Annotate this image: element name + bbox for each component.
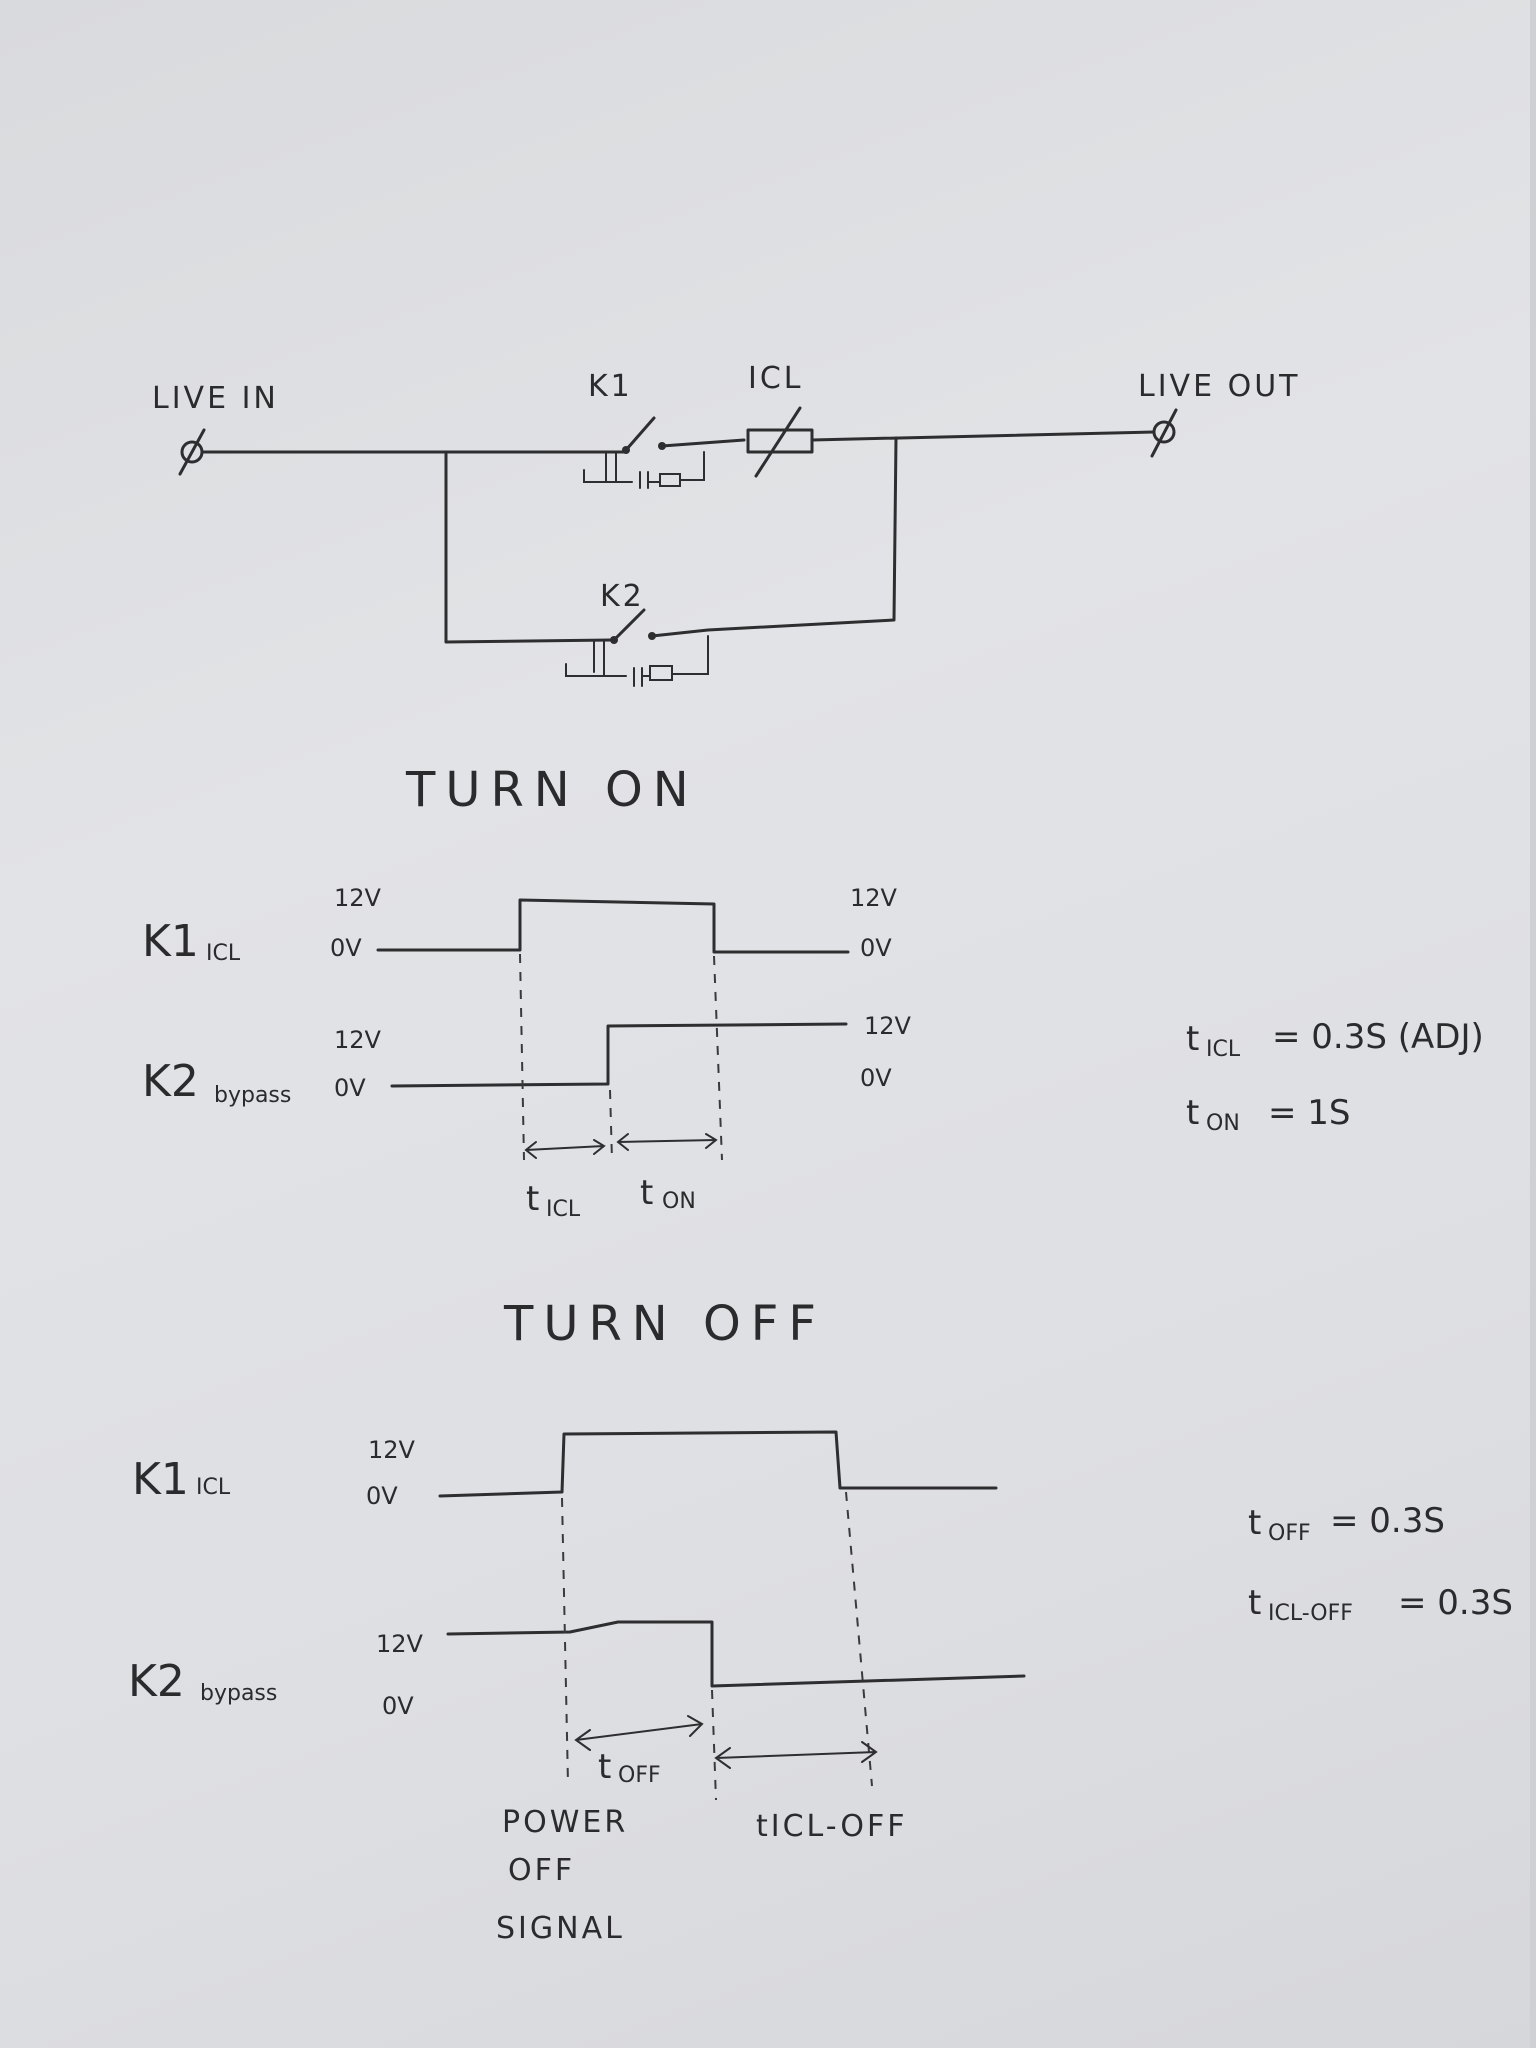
turn-on-title: TURN ON	[405, 762, 699, 818]
on-marker-1	[519, 953, 525, 1161]
k2-contact	[565, 608, 709, 687]
off-marker-2	[711, 1689, 717, 1801]
off-marker-3	[845, 1491, 873, 1787]
bypass-wire	[444, 436, 898, 644]
on-k2-12v-right: 12V	[864, 1012, 912, 1040]
power-off-line-3: SIGNAL	[496, 1911, 625, 1946]
eq-t-icl-sub: ICL	[1206, 1037, 1241, 1062]
turn-on-section: TURN ON K1 ICL K2 bypass 12V 0V 12V 0V 1…	[142, 762, 1484, 1222]
off-marker-1	[561, 1497, 569, 1785]
t-on-arrow	[616, 1133, 718, 1151]
t-icl-label: t	[526, 1179, 539, 1219]
on-marker-2	[609, 1089, 613, 1161]
turn-on-k2-sub: bypass	[214, 1083, 291, 1108]
eq-t-off-value: = 0.3S	[1330, 1501, 1445, 1541]
turn-off-k2-sub: bypass	[200, 1681, 277, 1706]
turn-off-title: TURN OFF	[503, 1296, 826, 1352]
eq-t-icl-off-sub: ICL-OFF	[1268, 1601, 1353, 1626]
power-off-line-2: OFF	[508, 1853, 575, 1888]
turn-off-section: TURN OFF K1 ICL K2 bypass 12V 0V 12V 0V …	[128, 1296, 1513, 1946]
on-k1-12v: 12V	[334, 884, 382, 912]
turn-on-k2-label: K2	[142, 1056, 199, 1107]
turn-off-k2-label: K2	[128, 1656, 185, 1707]
on-k1-12v-right: 12V	[850, 884, 898, 912]
turn-off-k1-label: K1	[132, 1454, 189, 1505]
turn-on-k2-waveform	[390, 1022, 848, 1088]
icl-label: ICL	[748, 361, 804, 396]
t-on-sub: ON	[662, 1189, 696, 1214]
live-out-terminal	[1150, 408, 1178, 458]
turn-off-k2-waveform	[446, 1620, 1026, 1688]
t-off-label: t	[598, 1747, 611, 1787]
power-off-line-1: POWER	[502, 1805, 628, 1840]
off-k2-0v: 0V	[382, 1692, 414, 1720]
t-off-sub: OFF	[618, 1763, 661, 1788]
k1-contact	[583, 416, 705, 489]
t-on-label: t	[640, 1173, 653, 1213]
t-icl-arrow	[524, 1139, 606, 1159]
turn-off-k1-sub: ICL	[196, 1475, 231, 1500]
t-off-arrow	[574, 1715, 704, 1751]
eq-t-off-t: t	[1248, 1503, 1261, 1543]
off-k2-12v: 12V	[376, 1630, 424, 1658]
relay-schematic: LIVE IN LIVE OUT K1 ICL K2	[152, 361, 1300, 687]
k1-label: K1	[588, 369, 633, 404]
on-k2-12v: 12V	[334, 1026, 382, 1054]
eq-t-on-t: t	[1186, 1093, 1199, 1133]
eq-t-icl-off-t: t	[1248, 1583, 1261, 1623]
turn-on-k1-label: K1	[142, 916, 199, 967]
eq-t-icl-value: = 0.3S (ADJ)	[1272, 1017, 1484, 1057]
live-in-terminal	[178, 428, 206, 476]
k2-label: K2	[600, 579, 645, 614]
main-wire	[200, 430, 1156, 454]
t-icl-off-label: tICL-OFF	[756, 1809, 908, 1844]
t-icl-off-arrow	[714, 1741, 878, 1769]
eq-t-off-sub: OFF	[1268, 1521, 1311, 1546]
eq-t-on-sub: ON	[1206, 1111, 1240, 1136]
turn-off-k1-waveform	[438, 1430, 998, 1498]
turn-off-equations: t OFF = 0.3S t ICL-OFF = 0.3S	[1248, 1501, 1513, 1626]
turn-on-k1-waveform	[376, 898, 850, 954]
eq-t-on-value: = 1S	[1268, 1093, 1351, 1133]
off-k1-12v: 12V	[368, 1436, 416, 1464]
turn-on-k1-sub: ICL	[206, 941, 241, 966]
on-k1-0v-right: 0V	[860, 934, 892, 962]
on-k1-0v: 0V	[330, 934, 362, 962]
on-k2-0v-right: 0V	[860, 1064, 892, 1092]
icl-thermistor	[746, 406, 814, 478]
live-in-label: LIVE IN	[152, 381, 279, 416]
turn-on-equations: t ICL = 0.3S (ADJ) t ON = 1S	[1186, 1017, 1484, 1136]
on-k2-0v: 0V	[334, 1074, 366, 1102]
power-off-signal-label: POWER OFF SIGNAL	[496, 1805, 628, 1946]
live-out-label: LIVE OUT	[1138, 369, 1300, 404]
t-icl-sub: ICL	[546, 1197, 581, 1222]
eq-t-icl-t: t	[1186, 1019, 1199, 1059]
eq-t-icl-off-value: = 0.3S	[1398, 1583, 1513, 1623]
on-marker-3	[713, 955, 723, 1161]
off-k1-0v: 0V	[366, 1482, 398, 1510]
